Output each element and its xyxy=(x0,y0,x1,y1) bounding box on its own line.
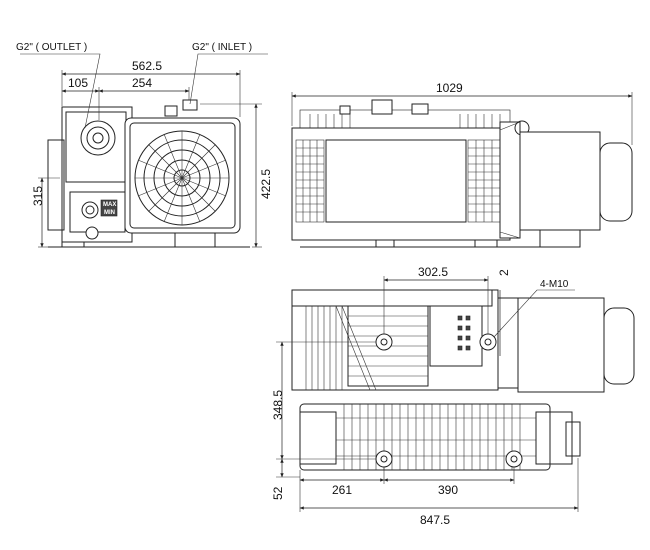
side-motor-foot xyxy=(539,229,581,248)
dim-105: 105 xyxy=(68,76,88,90)
top-shaft-end xyxy=(535,411,573,465)
dim-562-5: 562.5 xyxy=(132,59,162,73)
fan-guard-spokes xyxy=(135,131,229,225)
dim-315: 315 xyxy=(31,186,45,206)
dim-261: 261 xyxy=(332,483,352,497)
oil-sight-glass xyxy=(81,201,99,219)
outlet-leader xyxy=(20,53,101,129)
front-side-flange xyxy=(47,139,65,231)
oil-min-text: MIN xyxy=(104,210,115,216)
dim-422-5: 422.5 xyxy=(259,169,273,199)
top-foot-hole-left xyxy=(375,450,393,468)
drain-plug xyxy=(85,226,99,240)
dim-254: 254 xyxy=(132,76,152,90)
top-mount-hole-right xyxy=(479,333,497,351)
oil-level-label xyxy=(100,199,118,217)
dim-1029: 1029 xyxy=(436,81,463,95)
outlet-port xyxy=(80,120,116,156)
top-mount-hole-upper xyxy=(375,333,393,351)
dim-348-5: 348.5 xyxy=(271,390,285,420)
side-coupling xyxy=(499,121,521,239)
side-inlet-fitting xyxy=(371,99,393,115)
top-coupling xyxy=(497,297,519,389)
inlet-port xyxy=(182,99,198,111)
inlet-label: G2" ( INLET ) xyxy=(192,42,252,53)
top-base-fins xyxy=(336,404,536,470)
top-motor xyxy=(517,297,605,393)
side-view: 1029 xyxy=(291,81,633,248)
front-foot-right xyxy=(174,232,216,248)
front-foot-left xyxy=(61,241,85,248)
inlet-leader xyxy=(189,53,268,105)
dim-847-5: 847.5 xyxy=(420,513,450,527)
side-motor xyxy=(519,131,601,231)
dim-390: 390 xyxy=(438,483,458,497)
dim-52: 52 xyxy=(271,486,285,500)
side-motor-fan-cover xyxy=(599,142,633,222)
dim-2: 2 xyxy=(497,269,511,276)
bolt-label: 4-M10 xyxy=(540,279,569,290)
side-center-panel xyxy=(325,139,467,223)
side-left-vent-grid xyxy=(295,139,325,223)
side-foot-left xyxy=(375,239,395,248)
side-foot-right xyxy=(474,239,498,248)
oil-max-text: MAX xyxy=(103,202,116,208)
top-foot-hole-right xyxy=(505,450,523,468)
front-view: MAX MIN G2" ( OUTLET ) G2" ( INLET ) 562… xyxy=(16,42,273,248)
bolt-leader xyxy=(493,289,575,338)
outlet-label: G2" ( OUTLET ) xyxy=(16,42,87,53)
top-motor-fan-cover xyxy=(603,307,635,385)
side-right-vent-grid xyxy=(467,139,503,223)
top-view: 302.5 2 4-M10 348.5 52 261 390 847.5 xyxy=(271,265,635,527)
side-top-fins xyxy=(299,109,511,129)
dim-302-5: 302.5 xyxy=(418,265,448,279)
